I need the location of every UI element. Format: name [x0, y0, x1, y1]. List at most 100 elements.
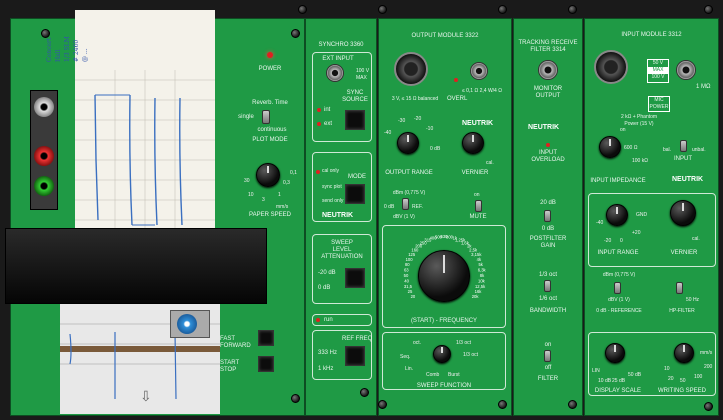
writing-speed-tick: 10 [664, 366, 670, 372]
sweep-function-knob[interactable] [433, 345, 451, 363]
ref-freq-button[interactable] [345, 346, 365, 366]
dbv-label: dBV (1 V) [393, 214, 415, 220]
frequency-tick-label: 6,3k [478, 268, 487, 273]
output-range-knob[interactable] [397, 132, 419, 154]
zero-db-label: 0 dB [384, 204, 395, 210]
jack-strip [30, 90, 58, 210]
input-xlr-connector[interactable] [594, 50, 628, 84]
output-vernier-knob[interactable] [462, 132, 484, 154]
input-range-knob[interactable] [606, 204, 628, 226]
sync-int-label: int [324, 107, 331, 113]
frequency-tick-label: 160 [411, 248, 419, 253]
output-bnc[interactable] [470, 62, 488, 80]
ref-freq-label: REF FREQ [342, 336, 373, 342]
xlr-spec: 3 V, ≤ 15 Ω balanced [391, 96, 439, 102]
panel-screw [498, 5, 507, 14]
input-vernier-knob[interactable] [670, 200, 696, 226]
plot-mode-label: PLOT MODE [252, 137, 288, 143]
writing-speed-tick: 20 [668, 376, 674, 382]
mode-button[interactable] [345, 184, 365, 204]
panel-screw [378, 5, 387, 14]
writing-speed-knob[interactable] [674, 343, 694, 363]
sweep-level-option: 0 dB [318, 285, 331, 291]
display-scale-option: 10 dB [598, 378, 612, 384]
synchro-mode-box [312, 152, 372, 222]
green-jack[interactable] [34, 176, 54, 196]
monitor-output-bnc[interactable] [538, 60, 558, 80]
display-scale-option: LIN [592, 368, 600, 374]
frequency-tick-label: 400 [430, 236, 438, 241]
bandwidth-switch[interactable] [544, 280, 551, 292]
output-range-label: OUTPUT RANGE [385, 170, 433, 176]
hp-filter-switch[interactable] [676, 282, 683, 294]
input-range-tick: -40 [596, 220, 604, 226]
mode-led [316, 170, 320, 174]
panel-screw [498, 400, 507, 409]
input-dbm-label: dBm (0,775 V) [602, 272, 636, 278]
frequency-tick-label: 1,6k [461, 240, 470, 245]
sweep-function-option: 1/3 oct [463, 352, 479, 358]
input-range-tick: +20 [632, 230, 641, 236]
display-scale-knob[interactable] [605, 343, 625, 363]
synchro-sweep-box [312, 234, 372, 304]
sweep-level-option: -20 dB [318, 270, 336, 276]
frequency-tick-label: 2,5k [469, 248, 478, 253]
output-module-title: OUTPUT MODULE 3322 [411, 33, 479, 39]
mute-switch[interactable] [475, 200, 482, 212]
frequency-tick-label: 1,25k [455, 238, 466, 243]
postfilter-gain-switch[interactable] [544, 210, 551, 222]
sweep-function-option: oct. [413, 340, 422, 346]
frequency-tick-label: 4k [477, 257, 482, 262]
paper-speed-tick: 3 [262, 197, 265, 203]
display-scale-option: 50 dB [628, 372, 642, 378]
frequency-tick-label: 630 [441, 234, 449, 239]
start-stop-button[interactable] [258, 356, 274, 372]
input-balance-switch[interactable] [680, 140, 687, 152]
sweep-level-button[interactable] [345, 268, 365, 288]
white-jack[interactable] [34, 97, 54, 117]
input-cal-label: cal. [692, 236, 700, 242]
synchro-title: SYNCHRO 3360 [318, 42, 364, 48]
mode-option: send only [322, 198, 344, 204]
phantom-on-label: on [620, 127, 626, 133]
input-impedance-knob[interactable] [599, 136, 621, 158]
impedance-spec: 1 MΩ [696, 84, 711, 90]
pen-carriage[interactable] [170, 310, 210, 338]
output-vernier-label: VERNIER [461, 170, 489, 176]
paper-speed-knob[interactable] [256, 163, 280, 187]
pen-head [177, 314, 197, 334]
sweep-function-option: 1/3 oct [456, 340, 472, 346]
input-bnc[interactable] [676, 60, 696, 80]
output-xlr-connector[interactable] [394, 52, 428, 86]
input-range-tick: 0 [620, 238, 623, 244]
plot-mode-switch[interactable] [262, 110, 270, 124]
mute-on-label: on [474, 192, 480, 198]
panel-screw [41, 29, 50, 38]
ext-input-bnc[interactable] [326, 64, 344, 82]
filter-switch[interactable] [544, 350, 551, 362]
imp-600-label: 600 Ω [624, 145, 638, 151]
sync-source-button[interactable] [345, 110, 365, 130]
synchro-run-box [312, 314, 372, 326]
frequency-dial[interactable] [418, 250, 470, 302]
ref-switch[interactable] [402, 198, 409, 210]
frequency-scale: 202531,540506380100125160200250315400500… [404, 234, 487, 299]
sweep-function-label: SWEEP FUNCTION [416, 383, 472, 389]
reference-switch[interactable] [614, 282, 621, 294]
red-jack[interactable] [34, 146, 54, 166]
panel-screw [704, 402, 713, 411]
input-vernier-label: VERNIER [670, 250, 698, 256]
filter-label: FILTER [537, 376, 559, 382]
fast-forward-button[interactable] [258, 330, 274, 346]
paper-speed-tick: 1 [278, 192, 281, 198]
frequency-tick-label: 100 [406, 257, 414, 262]
filter-off-label: off [544, 365, 552, 371]
ref-label: REF. [412, 204, 423, 210]
frequency-tick-label: 315 [424, 238, 432, 243]
panel-screw [378, 400, 387, 409]
frequency-tick-label: 40 [404, 279, 409, 284]
